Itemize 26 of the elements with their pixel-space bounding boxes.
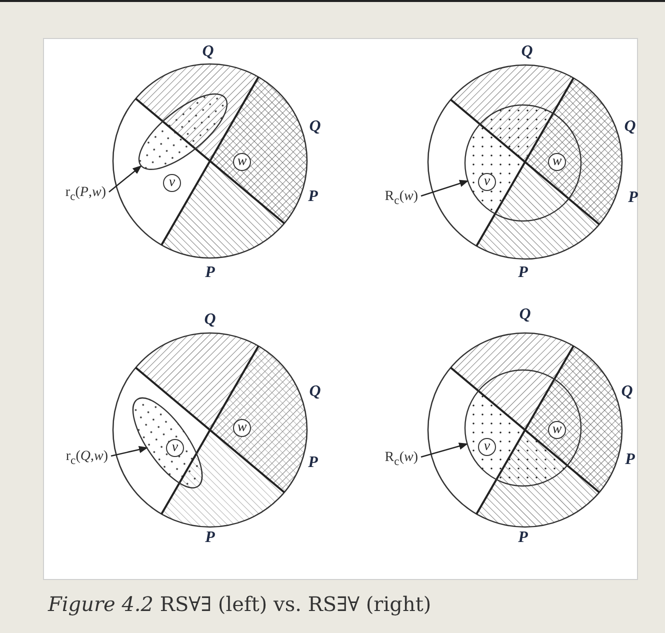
region-letter: P [205, 265, 215, 281]
region-letter: Q [204, 312, 216, 328]
region-label: r$_{c}$(Q,w) [44, 447, 108, 471]
region-letter: P [518, 530, 528, 546]
region-letter: Q [624, 119, 636, 135]
region-label: r$_{c}$(P,w) [44, 183, 106, 207]
figure-caption: Figure 4.2 RS∀∃ (left) vs. RS∃∀ (right) [48, 592, 432, 616]
region-letter: Q [309, 384, 321, 400]
region-label: R$_{c}$(w) [368, 448, 418, 472]
arrow [420, 180, 469, 197]
arrow [108, 165, 142, 192]
region-letter: P [205, 530, 215, 546]
region-letter: P [308, 189, 318, 205]
arrow [110, 446, 148, 457]
region-letter: P [308, 455, 318, 471]
arrow [420, 442, 468, 458]
region-letter: Q [519, 307, 531, 323]
region-letter: P [518, 265, 528, 281]
world-circle: v [163, 174, 181, 192]
region-letter: P [628, 190, 638, 206]
region-letter: Q [621, 384, 633, 400]
region-letter: Q [521, 44, 533, 60]
region-letter: Q [309, 119, 321, 135]
region-label: R$_{c}$(w) [368, 187, 418, 211]
region-letter: Q [202, 44, 214, 60]
region-letter: P [625, 452, 635, 468]
